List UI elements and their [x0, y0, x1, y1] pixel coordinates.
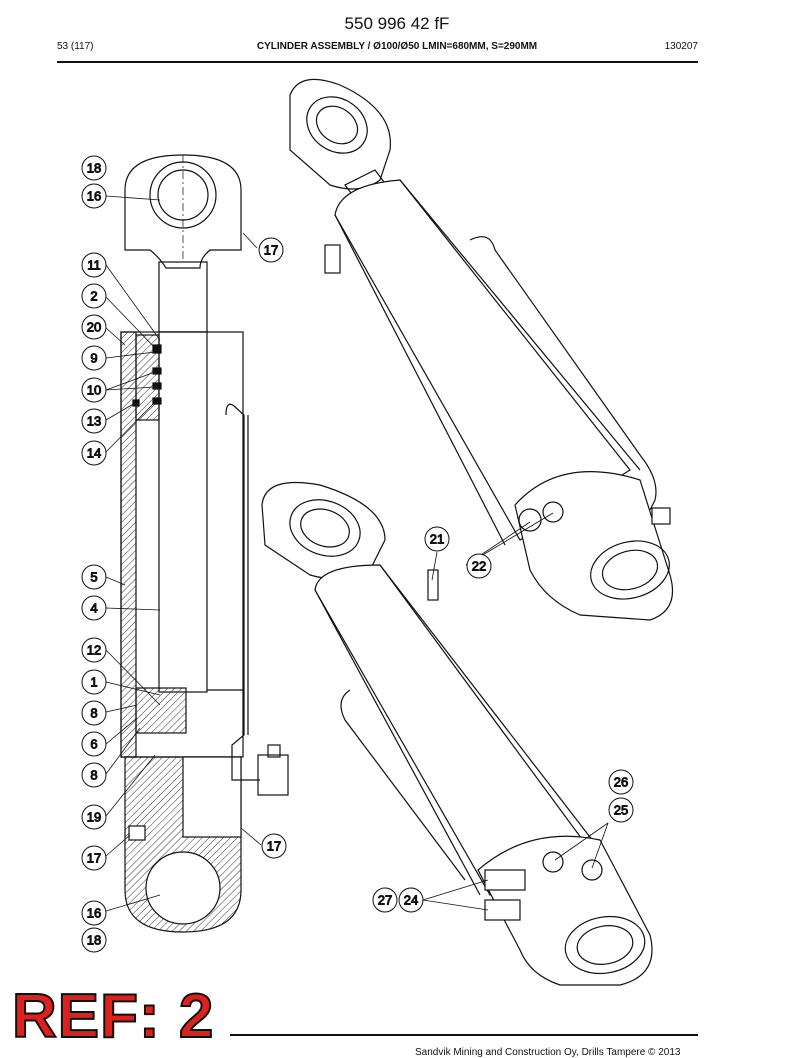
balloon-label: 27	[378, 893, 392, 908]
document-number: 550 996 42 fF	[344, 14, 450, 33]
sectional-view	[120, 154, 289, 933]
balloon-label: 9	[90, 351, 97, 366]
balloon-27: 27	[372, 887, 398, 913]
balloon-22: 22	[466, 553, 492, 579]
balloon-19: 19	[81, 804, 107, 830]
balloon-5: 5	[81, 564, 107, 590]
balloon-18-top: 18	[81, 155, 107, 181]
balloon-4: 4	[81, 595, 107, 621]
balloon-label: 11	[87, 258, 101, 273]
balloon-18-bottom: 18	[81, 927, 107, 953]
reference-stamp: REF: 2	[11, 982, 215, 1051]
balloon-20: 20	[81, 314, 107, 340]
balloon-12: 12	[81, 637, 107, 663]
header-rule	[57, 61, 698, 63]
balloon-17-top: 17	[258, 237, 284, 263]
balloon-label: 12	[87, 643, 101, 658]
balloon-16-bottom: 16	[81, 900, 107, 926]
balloon-1: 1	[81, 669, 107, 695]
balloon-label: 17	[264, 243, 278, 258]
perspective-view-bottom	[261, 481, 653, 986]
balloon-label: 10	[87, 383, 101, 398]
balloon-24: 24	[398, 887, 424, 913]
balloon-13: 13	[81, 408, 107, 434]
balloon-6: 6	[81, 731, 107, 757]
revision-date: 130207	[664, 41, 698, 52]
balloon-14: 14	[81, 440, 107, 466]
balloon-label: 6	[90, 737, 97, 752]
balloon-label: 21	[430, 532, 444, 547]
balloon-9: 9	[81, 345, 107, 371]
balloon-label: 18	[87, 933, 101, 948]
balloon-11: 11	[81, 252, 107, 278]
balloon-label: 17	[87, 851, 101, 866]
balloon-label: 18	[87, 161, 101, 176]
balloon-label: 24	[404, 893, 418, 908]
balloon-label: 8	[90, 768, 97, 783]
balloon-label: 14	[87, 446, 101, 461]
balloon-17-bottom-right: 17	[261, 833, 287, 859]
footer-rule	[230, 1034, 698, 1036]
balloon-label: 17	[267, 839, 281, 854]
page-number: 53 (117)	[57, 41, 94, 52]
balloon-8-lower: 8	[81, 762, 107, 788]
page-title: CYLINDER ASSEMBLY / Ø100/Ø50 LMIN=680MM,…	[256, 41, 538, 52]
balloon-label: 16	[87, 189, 101, 204]
balloon-callouts: 18 16 17 11 2 20 9 10 13 14 5 4 12 1 8 6…	[81, 155, 634, 953]
balloon-label: 13	[87, 414, 101, 429]
balloon-label: 19	[87, 810, 101, 825]
balloon-25: 25	[608, 797, 634, 823]
balloon-21: 21	[424, 526, 450, 552]
balloon-2: 2	[81, 283, 107, 309]
balloon-label: 2	[90, 289, 97, 304]
balloon-10: 10	[81, 377, 107, 403]
balloon-label: 26	[614, 775, 628, 790]
balloon-label: 16	[87, 906, 101, 921]
balloon-label: 4	[90, 601, 97, 616]
balloon-26: 26	[608, 769, 634, 795]
balloon-17-bottom-left: 17	[81, 845, 107, 871]
balloon-8-upper: 8	[81, 700, 107, 726]
balloon-label: 8	[90, 706, 97, 721]
leader-lines	[105, 195, 609, 912]
perspective-view-top	[289, 78, 674, 621]
balloon-label: 1	[90, 675, 97, 690]
balloon-16-top: 16	[81, 183, 107, 209]
balloon-label: 5	[90, 570, 97, 585]
balloon-label: 22	[472, 559, 486, 574]
balloon-label: 25	[614, 803, 628, 818]
balloon-label: 20	[87, 320, 101, 335]
